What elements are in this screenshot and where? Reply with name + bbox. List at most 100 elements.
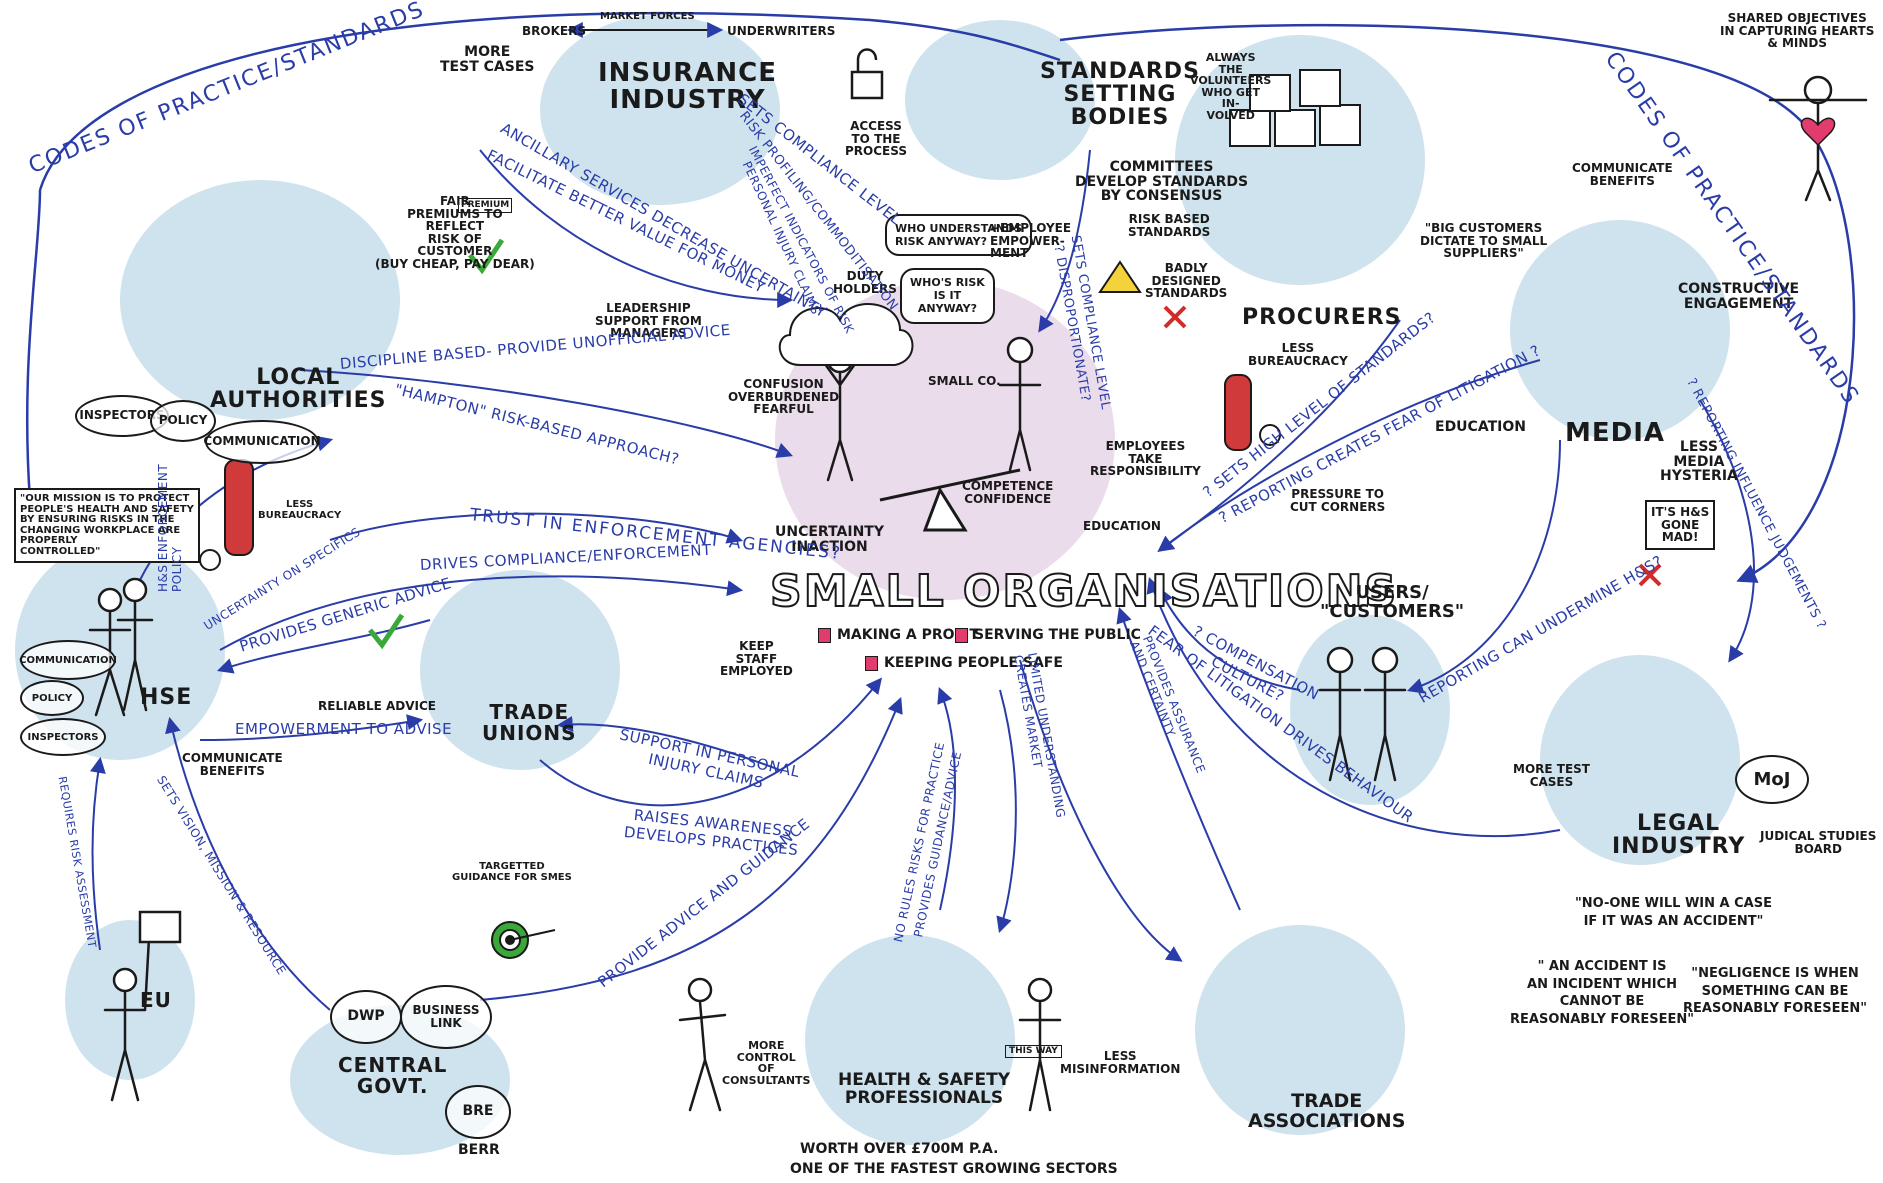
blob-eu bbox=[65, 920, 195, 1080]
arrow-drives bbox=[219, 575, 744, 651]
arrow-legal-center bbox=[1146, 576, 1561, 838]
taped-person-procurers bbox=[1224, 374, 1252, 451]
taped-person-local bbox=[224, 459, 254, 556]
label-brokers: BROKERS bbox=[522, 24, 586, 38]
center-title: SMALL ORGANISATIONS bbox=[769, 565, 1399, 618]
blob-insurance bbox=[540, 15, 780, 205]
arrow-hse-codes bbox=[25, 189, 42, 501]
trade-unions-title: TRADE UNIONS bbox=[482, 700, 577, 745]
blob-professionals bbox=[805, 935, 1015, 1145]
arrow-codes-right bbox=[1059, 23, 1856, 583]
arrow-center-prof bbox=[996, 689, 1017, 934]
label-big-customers: "BIG CUSTOMERS DICTATE TO SMALL SUPPLIER… bbox=[1420, 221, 1548, 261]
blob-local bbox=[120, 180, 400, 420]
arrow-empowerment bbox=[199, 714, 424, 741]
hse-title: HSE bbox=[140, 685, 193, 710]
label-pressure: PRESSURE TO CUT CORNERS bbox=[1290, 487, 1386, 514]
oval-hse-policy: POLICY bbox=[20, 680, 84, 716]
bubble-whos-risk: WHO'S RISK IS IT ANYWAY? bbox=[900, 268, 995, 324]
arrow-label-hs-policy: H&S ENFORCEMENT POLICY bbox=[156, 463, 184, 592]
label-risk-based: RISK BASED STANDARDS bbox=[1128, 212, 1211, 239]
arrow-prof-center bbox=[937, 687, 956, 911]
trade-associations-title: TRADE ASSOCIATIONS bbox=[1248, 1090, 1406, 1132]
arrow-generic bbox=[216, 619, 431, 674]
bubble-who-understands: WHO UNDERSTANDS RISK ANYWAY? bbox=[885, 214, 1033, 257]
standards-title: STANDARDS SETTING BODIES bbox=[1040, 59, 1200, 131]
figure-center-person-2 bbox=[998, 336, 1042, 472]
figure-more-control bbox=[678, 977, 727, 1112]
target-icon bbox=[491, 921, 556, 959]
label-employees-responsibility: EMPLOYEES TAKE RESPONSIBILITY bbox=[1090, 439, 1201, 479]
label-less-misinfo: LESS MISINFORMATION bbox=[1060, 1049, 1181, 1076]
cross-icon-media bbox=[1638, 563, 1662, 587]
label-keep-staff: KEEP STAFF EMPLOYED bbox=[720, 639, 793, 679]
quote-negligence: "NEGLIGENCE IS WHEN SOMETHING CAN BE REA… bbox=[1683, 966, 1868, 1017]
boxes-stack bbox=[1229, 69, 1361, 147]
blob-trade-assoc bbox=[1195, 925, 1405, 1135]
arrow-insurance-center bbox=[479, 149, 794, 308]
label-hse-mission: "OUR MISSION IS TO PROTECT PEOPLE'S HEAL… bbox=[14, 488, 200, 563]
arrow-eu-hse bbox=[90, 756, 106, 951]
label-premiums: FAIR PREMIUMS TO REFLECT RISK OF CUSTOME… bbox=[375, 194, 535, 271]
label-small-co: SMALL CO. bbox=[928, 374, 1001, 388]
oval-bre: BRE bbox=[445, 1085, 511, 1139]
oval-hse-inspectors: INSPECTORS bbox=[20, 718, 106, 756]
check-icon-insurance bbox=[468, 238, 505, 275]
label-judicial: JUDICAL STUDIES BOARD bbox=[1760, 829, 1877, 856]
arrow-label-empowerment: EMPOWERMENT TO ADVISE bbox=[235, 720, 453, 738]
label-underwriters: UNDERWRITERS bbox=[727, 24, 836, 38]
arrow-codes-left bbox=[38, 11, 1061, 191]
label-committees: COMMITTEES DEVELOP STANDARDS BY CONSENSU… bbox=[1075, 159, 1249, 205]
legal-title: LEGAL INDUSTRY bbox=[1612, 811, 1746, 860]
blob-users bbox=[1290, 615, 1450, 805]
arrow-center-trade bbox=[1019, 659, 1183, 962]
oval-dwp: DWP bbox=[330, 990, 402, 1044]
tape-roll-local bbox=[199, 549, 221, 571]
label-this-way: THIS WAY bbox=[1005, 1045, 1062, 1059]
label-confusion: CONFUSION OVERBURDENED FEARFUL bbox=[728, 377, 840, 417]
label-constructive: CONSTRUCTIVE ENGAGEMENT bbox=[1678, 281, 1800, 312]
label-targetted: TARGETTED GUIDANCE FOR SMEs bbox=[452, 861, 572, 883]
arrow-media-legal bbox=[1699, 399, 1755, 663]
arrow-trust bbox=[329, 512, 744, 544]
label-worth: WORTH OVER £700m P.A. bbox=[800, 1141, 999, 1157]
label-education: EDUCATION bbox=[1435, 419, 1526, 435]
local-authorities-title: LOCAL AUTHORITIES bbox=[210, 365, 387, 414]
arrow-users-center bbox=[1158, 587, 1301, 691]
label-premium-tag: PREMIUM bbox=[458, 198, 513, 214]
figure-eu-person bbox=[103, 910, 182, 1102]
label-access: ACCESS TO THE PROCESS bbox=[845, 119, 907, 159]
heart-icon bbox=[1800, 117, 1836, 147]
blob-standards bbox=[905, 20, 1095, 180]
label-badly-designed: BADLY DESIGNED STANDARDS bbox=[1145, 261, 1228, 301]
figure-hse-person-2 bbox=[116, 577, 154, 712]
oval-local-communication: COMMUNICATION bbox=[203, 420, 321, 464]
label-duty-holders: DUTY HOLDERS bbox=[833, 269, 897, 296]
label-more-control: MORE CONTROL OF CONSULTANTS bbox=[722, 1039, 811, 1087]
arrow-procurers-center bbox=[1157, 319, 1401, 552]
goal-public: SERVING THE PUBLIC bbox=[955, 627, 1141, 643]
figure-users-1 bbox=[1318, 646, 1362, 782]
padlock-icon bbox=[850, 48, 884, 100]
blob-legal bbox=[1540, 655, 1740, 865]
label-media-communicate: COMMUNICATE BENEFITS bbox=[1572, 161, 1673, 188]
eu-title: EU bbox=[140, 988, 172, 1012]
oval-business-link: BUSINESS LINK bbox=[400, 985, 492, 1049]
label-employee-empowerment: +EMPLOYEE EMPOWER- MENT bbox=[990, 221, 1072, 261]
label-insurance-test-cases: MORE TEST CASES bbox=[440, 44, 535, 75]
check-icon bbox=[368, 613, 405, 650]
figure-hse-person bbox=[88, 587, 132, 717]
oval-hse-communication: COMMUNICATION bbox=[19, 640, 117, 680]
blob-media bbox=[1510, 220, 1730, 440]
cloud-icon bbox=[778, 303, 914, 366]
media-title: MEDIA bbox=[1565, 418, 1666, 448]
quote-accident: " AN ACCIDENT IS AN INCIDENT WHICH CANNO… bbox=[1510, 959, 1695, 1027]
oval-moj: MoJ bbox=[1735, 755, 1809, 804]
label-reliable-advice: RELIABLE ADVICE bbox=[318, 699, 437, 713]
hs-professionals-title: HEALTH & SAFETY PROFESSIONALS bbox=[838, 1070, 1011, 1108]
arrow-support bbox=[556, 715, 781, 771]
label-procurers-less-bureaucracy: LESS BUREAUCRACY bbox=[1248, 341, 1348, 368]
label-competence: COMPETENCE CONFIDENCE bbox=[962, 479, 1054, 506]
label-standards-education: EDUCATION bbox=[1083, 519, 1161, 533]
